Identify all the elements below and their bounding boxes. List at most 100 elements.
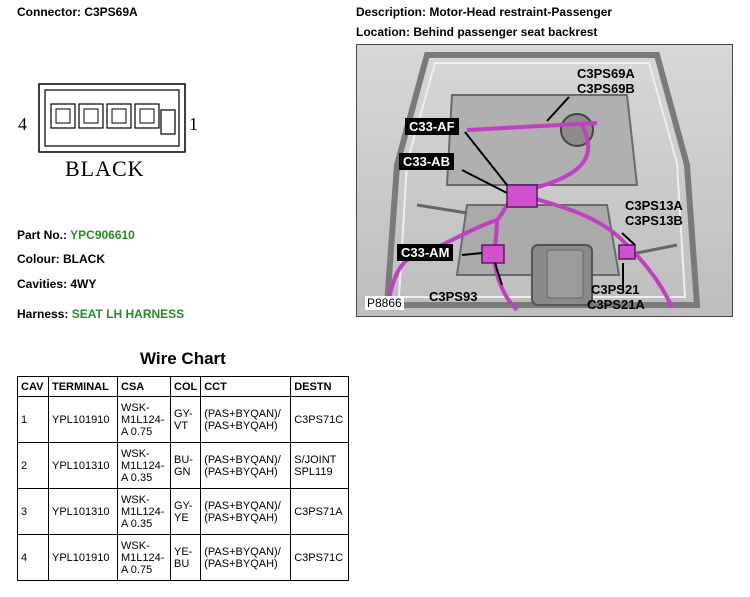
cct-cell-line: (PAS+BYQAN)/ bbox=[204, 407, 281, 420]
csa-cell: WSK-M1L124-A 0.75 bbox=[117, 396, 171, 443]
csa-cell: WSK-M1L124-A 0.75 bbox=[117, 534, 171, 581]
csa-cell-line: A 0.35 bbox=[121, 517, 153, 530]
csa-cell-line: A 0.75 bbox=[121, 425, 153, 438]
harness-value: SEAT LH HARNESS bbox=[71, 307, 185, 321]
csa-cell-line: A 0.75 bbox=[121, 563, 153, 576]
pin-number-right: 1 bbox=[189, 114, 198, 134]
cav-cell: 4 bbox=[17, 534, 49, 581]
cct-cell-line: (PAS+BYQAN)/ bbox=[204, 499, 281, 512]
wire-chart-header-row: CAV TERMINAL CSA COL CCT DESTN bbox=[17, 376, 350, 397]
cct-cell-line: (PAS+BYQAN)/ bbox=[204, 453, 281, 466]
label-c3ps13b: C3PS13B bbox=[625, 213, 683, 228]
destn-cell-line: C3PS71A bbox=[294, 505, 343, 518]
col-cell: GY-VT bbox=[169, 396, 202, 443]
wire-chart-title: Wire Chart bbox=[140, 349, 226, 368]
terminal-cell: YPL101310 bbox=[48, 488, 118, 535]
destn-cell: C3PS71C bbox=[290, 534, 350, 581]
col-cell-line: BU bbox=[174, 557, 190, 570]
csa-cell: WSK-M1L124-A 0.35 bbox=[117, 442, 171, 489]
csa-cell-line: A 0.35 bbox=[121, 471, 153, 484]
connector-face-icon bbox=[38, 83, 186, 153]
destn-cell-line: C3PS71C bbox=[294, 413, 344, 426]
cct-cell: (PAS+BYQAN)/(PAS+BYQAH) bbox=[200, 534, 292, 581]
pin-number-left: 4 bbox=[18, 114, 27, 134]
label-c3ps13a: C3PS13A bbox=[625, 198, 683, 213]
col-header-csa: CSA bbox=[117, 376, 171, 397]
terminal-cell: YPL101910 bbox=[48, 534, 118, 581]
location: Location: Behind passenger seat backrest bbox=[356, 25, 598, 39]
label-c3ps69b: C3PS69B bbox=[577, 81, 635, 96]
col-header-col: COL bbox=[169, 376, 202, 397]
label-c3ps21a: C3PS21A bbox=[587, 297, 645, 312]
cav-cell-line: 4 bbox=[21, 551, 28, 564]
label-c33-am: C33-AM bbox=[397, 244, 454, 261]
destn-cell: C3PS71C bbox=[290, 396, 350, 443]
terminal-cell-line: YPL101310 bbox=[52, 505, 110, 518]
terminal-cell-line: YPL101910 bbox=[52, 551, 110, 564]
col-cell-line: YE bbox=[174, 511, 189, 524]
cct-cell-line: (PAS+BYQAH) bbox=[204, 511, 278, 524]
cav-cell: 3 bbox=[17, 488, 49, 535]
cav-cell-line: 3 bbox=[21, 505, 28, 518]
cavities: Cavities: 4WY bbox=[17, 277, 97, 291]
cct-cell: (PAS+BYQAN)/(PAS+BYQAH) bbox=[200, 396, 292, 443]
cav-cell-line: 2 bbox=[21, 459, 28, 472]
connector-title: Connector: C3PS69A bbox=[17, 5, 138, 19]
connector-color-label: BLACK bbox=[65, 156, 145, 181]
cct-cell-line: (PAS+BYQAN)/ bbox=[204, 545, 281, 558]
label-c3ps21: C3PS21 bbox=[591, 282, 640, 297]
csa-cell: WSK-M1L124-A 0.35 bbox=[117, 488, 171, 535]
destn-cell-line: S/JOINT bbox=[294, 453, 337, 466]
csa-cell-line: M1L124- bbox=[121, 413, 165, 426]
part-number-label: Part No.: bbox=[17, 228, 68, 242]
label-c3ps69a: C3PS69A bbox=[577, 66, 635, 81]
destn-cell-line: C3PS71C bbox=[294, 551, 344, 564]
part-number-value: YPC906610 bbox=[70, 228, 135, 242]
label-c33-af: C33-AF bbox=[405, 118, 459, 135]
terminal-cell-line: YPL101310 bbox=[52, 459, 110, 472]
label-c3ps93: C3PS93 bbox=[429, 289, 478, 304]
destn-cell-line: SPL119 bbox=[294, 465, 333, 478]
terminal-cell: YPL101310 bbox=[48, 442, 118, 489]
col-cell-line: GY- bbox=[174, 499, 193, 512]
part-number: Part No.: YPC906610 bbox=[17, 228, 135, 242]
cct-cell: (PAS+BYQAN)/(PAS+BYQAH) bbox=[200, 488, 292, 535]
harness-label: Harness: bbox=[17, 307, 69, 321]
col-cell-line: VT bbox=[174, 419, 189, 432]
csa-cell-line: WSK- bbox=[121, 539, 150, 552]
connector-diagram: 4 1 BLACK bbox=[15, 80, 205, 190]
cav-cell: 1 bbox=[17, 396, 49, 443]
seat-frame-illustration bbox=[357, 45, 732, 316]
col-header-cav: CAV bbox=[17, 376, 49, 397]
cav-cell: 2 bbox=[17, 442, 49, 489]
csa-cell-line: WSK- bbox=[121, 401, 150, 414]
csa-cell-line: WSK- bbox=[121, 493, 150, 506]
col-cell: YE-BU bbox=[169, 534, 202, 581]
cct-cell-line: (PAS+BYQAH) bbox=[204, 557, 278, 570]
photo-reference: P8866 bbox=[365, 296, 404, 310]
label-c33-ab: C33-AB bbox=[399, 153, 454, 170]
csa-cell-line: M1L124- bbox=[121, 459, 165, 472]
colour: Colour: BLACK bbox=[17, 252, 105, 266]
terminal-cell: YPL101910 bbox=[48, 396, 118, 443]
location-photo: C3PS69A C3PS69B C33-AF C33-AB C3PS13A C3… bbox=[356, 44, 733, 317]
col-header-cct: CCT bbox=[200, 376, 292, 397]
col-header-destn: DESTN bbox=[290, 376, 350, 397]
description: Description: Motor-Head restraint-Passen… bbox=[356, 5, 613, 19]
csa-cell-line: M1L124- bbox=[121, 551, 165, 564]
destn-cell: C3PS71A bbox=[290, 488, 350, 535]
harness: Harness: SEAT LH HARNESS bbox=[17, 307, 184, 321]
col-cell-line: GY- bbox=[174, 407, 193, 420]
col-header-terminal: TERMINAL bbox=[48, 376, 118, 397]
cct-cell: (PAS+BYQAN)/(PAS+BYQAH) bbox=[200, 442, 292, 489]
col-cell-line: GN bbox=[174, 465, 191, 478]
csa-cell-line: WSK- bbox=[121, 447, 150, 460]
col-cell: BU-GN bbox=[169, 442, 202, 489]
cav-cell-line: 1 bbox=[21, 413, 28, 426]
col-cell-line: BU- bbox=[174, 453, 193, 466]
